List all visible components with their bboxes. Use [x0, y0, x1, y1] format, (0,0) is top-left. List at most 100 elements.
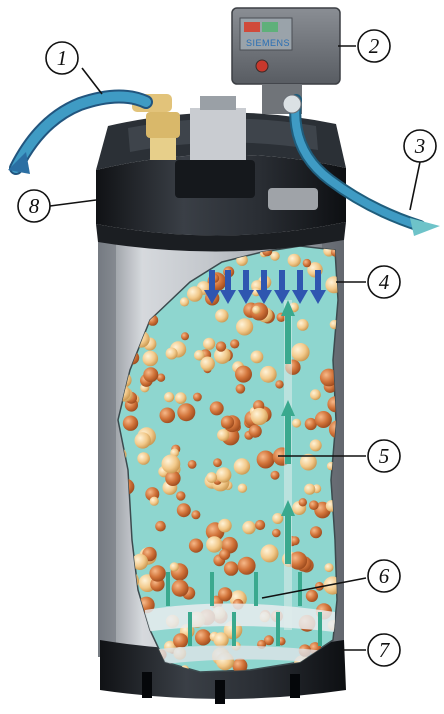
bead-light [137, 452, 150, 465]
bead-light [304, 484, 315, 495]
bead-orange [172, 580, 189, 597]
bead-orange [177, 403, 195, 421]
callout-4-label: 4 [379, 270, 390, 294]
bead-light [200, 357, 215, 372]
bead-light [292, 419, 301, 428]
callout-8: 8 [18, 190, 50, 222]
nozzle [276, 612, 280, 646]
down-arrow-shaft [243, 270, 249, 292]
bead-light [175, 392, 187, 404]
bead-light [234, 458, 250, 474]
brand-label: SIEMENS [246, 38, 290, 48]
bead-orange [160, 408, 176, 424]
bead-orange [216, 341, 226, 351]
bead-orange [306, 590, 318, 602]
down-arrow-shaft [279, 270, 285, 292]
up-arrow-shaft [285, 314, 291, 364]
bead-orange [299, 498, 307, 506]
bead-orange [177, 503, 191, 517]
bead-orange [191, 510, 200, 519]
bead-orange [213, 458, 222, 467]
bead-light [291, 343, 309, 361]
callout-6-label: 6 [379, 564, 390, 588]
down-arrow-shaft [261, 270, 267, 292]
bead-light [251, 351, 264, 364]
bead-orange [224, 561, 238, 575]
callout-4: 4 [368, 266, 400, 298]
bead-orange [235, 366, 252, 383]
bead-orange [238, 557, 256, 575]
bead-light [260, 366, 277, 383]
bead-light [288, 254, 301, 267]
bead-light [261, 544, 279, 562]
bead-orange [271, 471, 280, 480]
bead-light [216, 467, 231, 482]
callout-3: 3 [404, 130, 436, 162]
bead-orange [143, 367, 158, 382]
callout-6: 6 [368, 560, 400, 592]
bead-orange [149, 565, 165, 581]
down-arrow-shaft [297, 270, 303, 292]
callout-1-label: 1 [57, 46, 68, 70]
bead-orange [219, 549, 230, 560]
callout-2-label: 2 [369, 34, 380, 58]
down-arrow-shaft [315, 270, 321, 292]
bead-light [180, 297, 189, 306]
up-arrow-shaft [285, 514, 291, 564]
bead-orange [173, 633, 188, 648]
bead-light [164, 392, 174, 402]
bead-light [217, 429, 229, 441]
bead-orange [193, 393, 202, 402]
nozzle [298, 572, 302, 606]
bead-light [135, 432, 151, 448]
bead-orange [195, 629, 211, 645]
bead-light [252, 306, 260, 314]
nozzle [188, 612, 192, 646]
down-arrow-shaft [225, 270, 231, 292]
callout-7: 7 [368, 634, 400, 666]
bead-light [251, 408, 268, 425]
callout-2: 2 [358, 30, 390, 62]
callout-7-label: 7 [379, 638, 391, 662]
bead-light [218, 519, 232, 533]
nozzle [254, 572, 258, 606]
bead-orange [255, 520, 265, 530]
nozzle [210, 572, 214, 606]
bead-light [272, 513, 283, 524]
bead-orange [230, 339, 239, 348]
bead-orange [272, 529, 281, 538]
bead-light [215, 309, 228, 322]
bead-light [325, 563, 334, 572]
bead-orange [310, 526, 322, 538]
bead-light [170, 562, 179, 571]
bead-light [310, 389, 321, 400]
bead-light [206, 472, 217, 483]
bead-orange [181, 332, 189, 340]
bead-orange [188, 460, 197, 469]
callout-1: 1 [46, 42, 78, 74]
bead-orange [155, 521, 166, 532]
bead-orange [257, 451, 275, 469]
bead-orange [249, 425, 262, 438]
bead-light [238, 484, 247, 493]
bead-orange [275, 380, 283, 388]
bead-orange [309, 500, 319, 510]
nozzle [232, 612, 236, 646]
bead-orange [176, 491, 185, 500]
bead-light [187, 286, 203, 302]
nozzle [318, 612, 322, 646]
bead-light [203, 338, 215, 350]
bead-light [166, 348, 178, 360]
bead-orange [315, 411, 332, 428]
bead-orange [210, 401, 224, 415]
bead-light [297, 319, 309, 331]
bead-orange [221, 416, 234, 429]
callout-5: 5 [368, 440, 400, 472]
bead-light [143, 351, 159, 367]
bead-light [236, 318, 253, 335]
bead-orange [218, 587, 232, 601]
bead-light [242, 521, 255, 534]
callout-8-label: 8 [29, 194, 40, 218]
